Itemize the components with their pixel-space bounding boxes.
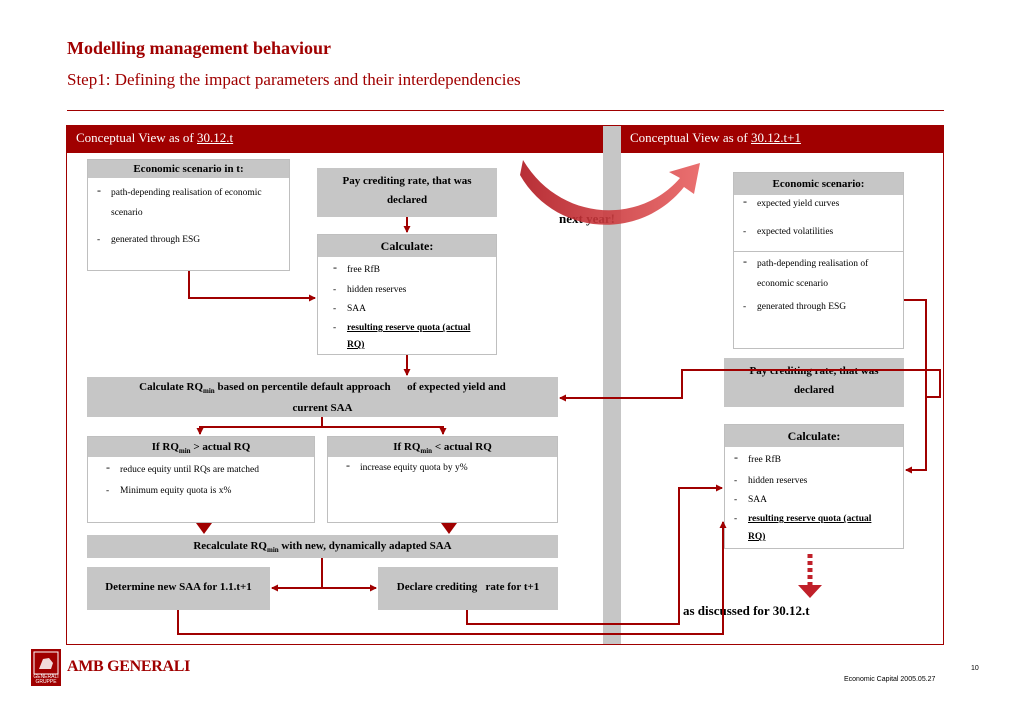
list-item: -SAA: [734, 495, 768, 505]
pay-crediting-rate-box: Pay crediting rate, that was declared: [317, 168, 497, 217]
next-year-curve-arrow: [520, 160, 700, 225]
left-header-label: Conceptual View as of: [76, 130, 198, 145]
list-item: -generated through ESG: [743, 302, 847, 312]
if-greater-box: If RQmin > actual RQ -reduce equity unti…: [87, 436, 315, 523]
left-header-date: 30.12.t: [197, 130, 234, 145]
list-item: -hidden reserves: [333, 285, 407, 295]
calculate-rqmin-box: Calculate RQmin based on percentile defa…: [87, 377, 558, 417]
list-item: -path-depending realisation of: [743, 254, 869, 270]
if-less-title: If RQmin < actual RQ: [328, 437, 557, 457]
arrow-split-right: [322, 426, 447, 435]
list-item: -resulting reserve quota (actual: [734, 514, 872, 524]
right-header: Conceptual View as of 30.12.t+1: [621, 126, 943, 153]
brand-logo: AMB GENERALI: [67, 658, 191, 675]
list-item: -SAA: [333, 304, 367, 314]
as-discussed-label: as discussed for 30.12.t: [683, 603, 810, 618]
calculate-right-title: Calculate:: [725, 425, 903, 447]
economic-scenario-t-title: Economic scenario in t:: [88, 160, 289, 178]
arrow-right-scenario-to-calculate: [904, 299, 927, 474]
list-item: -generated through ESG: [97, 235, 201, 245]
left-header: Conceptual View as of 30.12.t: [67, 126, 603, 153]
right-header-date: 30.12.t+1: [751, 130, 801, 145]
arrow-split-left: [196, 417, 323, 435]
arrow-declare-loop: [466, 484, 723, 625]
list-item: scenario: [111, 208, 143, 218]
list-item: -hidden reserves: [734, 476, 808, 486]
pay-crediting-line2: declared: [386, 194, 428, 206]
page-number: 10: [971, 665, 979, 672]
page-title: Modelling management behaviour: [67, 38, 331, 58]
determine-saa-box: Determine new SAA for 1.1.t+1: [87, 567, 270, 610]
pay-crediting-right-line2: declared: [793, 384, 835, 396]
calculate-title: Calculate:: [318, 235, 496, 257]
if-greater-title: If RQmin > actual RQ: [88, 437, 314, 457]
list-item: -expected yield curves: [743, 194, 840, 210]
dotted-arrow-head: [798, 585, 822, 598]
column-divider: [603, 126, 621, 644]
calculate-right-box: Calculate: -free RfB -hidden reserves -S…: [724, 424, 904, 549]
list-item: -resulting reserve quota (actual: [333, 323, 471, 333]
list-item: RQ): [347, 340, 365, 350]
declare-crediting-box: Declare crediting rate for t+1: [378, 567, 558, 610]
lion-icon: [33, 651, 59, 675]
list-item: -path-depending realisation of economic: [97, 183, 262, 199]
economic-scenario-t-box: Economic scenario in t: -path-depending …: [87, 159, 290, 271]
arrow-right-pay-to-left-rqmin: [559, 369, 941, 402]
calculate-rqmin-line1: Calculate RQmin based on percentile defa…: [139, 381, 506, 396]
arrow-determine-loop: [177, 521, 727, 635]
calculate-rqmin-line2: current SAA: [292, 402, 353, 415]
list-item: -free RfB: [333, 260, 380, 276]
title-rule: [67, 110, 944, 111]
calculate-box: Calculate: -free RfB -hidden reserves -S…: [317, 234, 497, 355]
right-header-label: Conceptual View as of: [630, 130, 752, 145]
scenario-separator: [734, 251, 903, 252]
arrow-scenario-to-calculate: [188, 271, 316, 302]
pay-crediting-line1: Pay crediting rate, that was: [342, 175, 472, 187]
if-less-box: If RQmin < actual RQ -increase equity qu…: [327, 436, 558, 523]
list-item: economic scenario: [757, 279, 828, 289]
list-item: -expected volatilities: [743, 227, 834, 237]
triangle-down-right: [441, 523, 457, 534]
list-item: -reduce equity until RQs are matched: [106, 460, 260, 476]
list-item: -increase equity quota by y%: [346, 458, 468, 474]
list-item: RQ): [748, 532, 766, 542]
diagram-frame: [66, 125, 944, 645]
triangle-down-left: [196, 523, 212, 534]
list-item: -Minimum equity quota is x%: [106, 486, 232, 496]
economic-scenario-right-title: Economic scenario:: [734, 173, 903, 195]
footer-text: Economic Capital 2005.05.27: [844, 676, 936, 683]
list-item: -free RfB: [734, 450, 781, 466]
page-subtitle: Step1: Defining the impact parameters an…: [67, 70, 521, 89]
recalculate-rqmin-box: Recalculate RQmin with new, dynamically …: [87, 535, 558, 558]
economic-scenario-right-box: Economic scenario: -expected yield curve…: [733, 172, 904, 349]
